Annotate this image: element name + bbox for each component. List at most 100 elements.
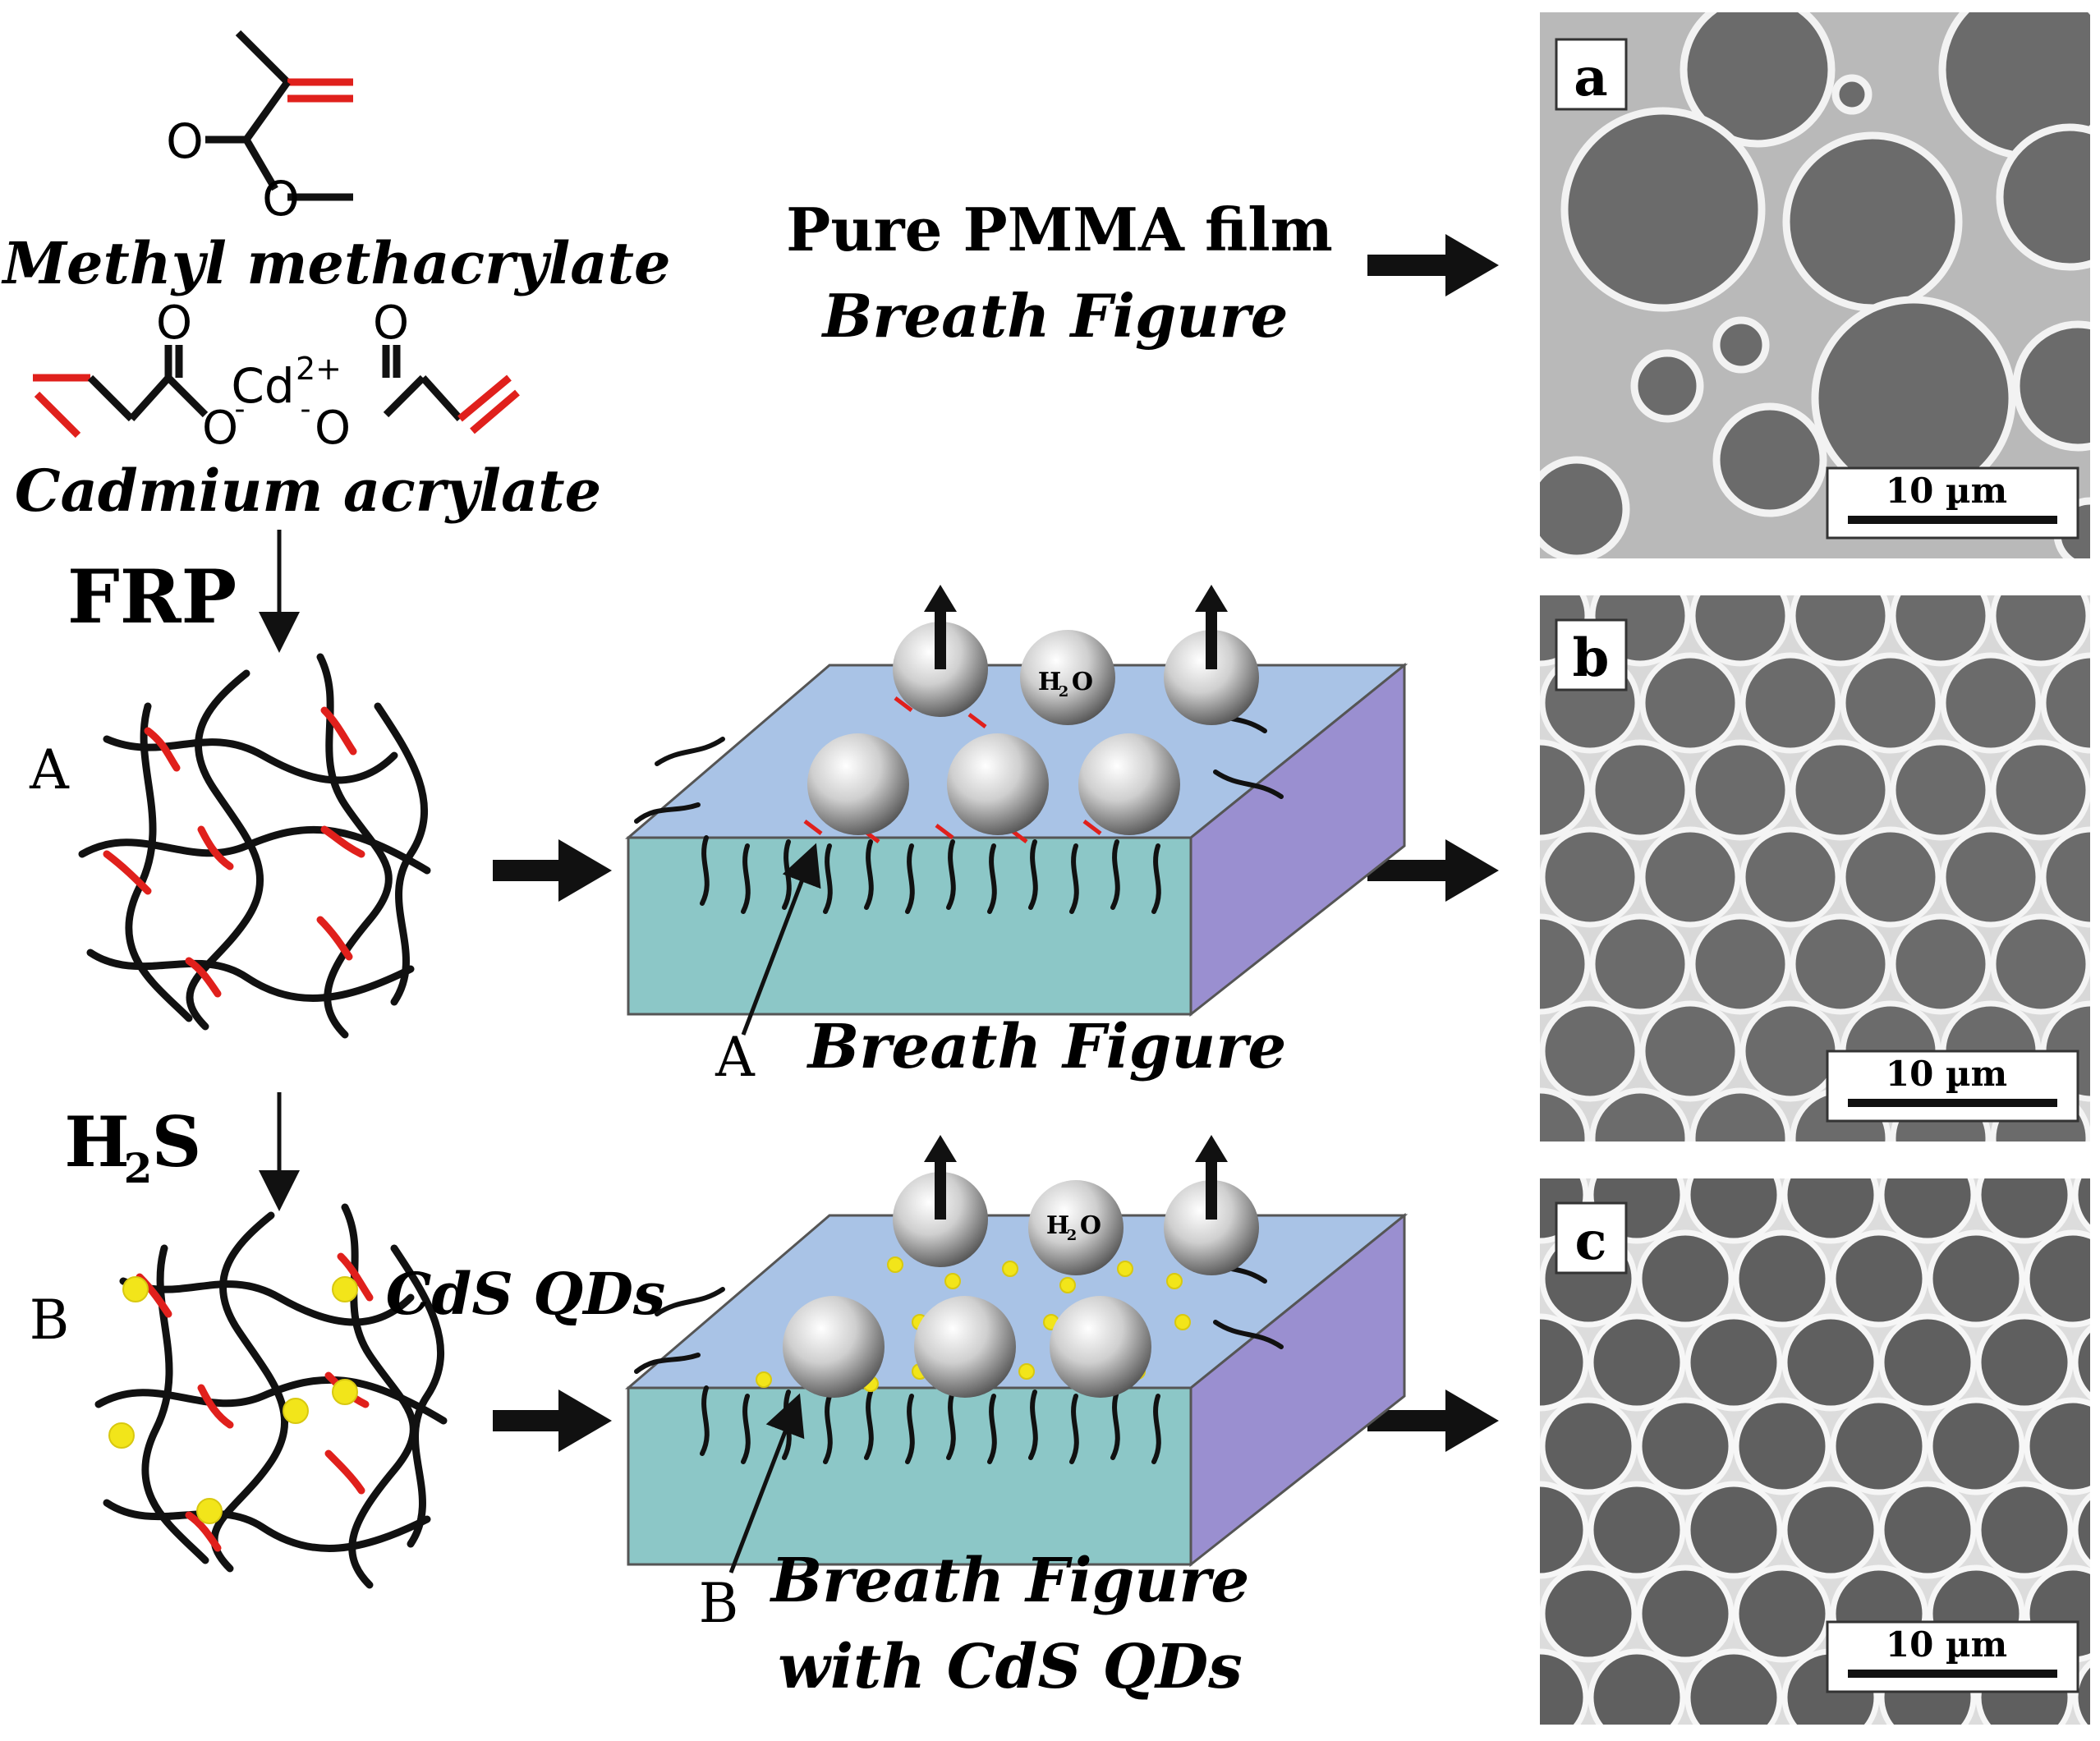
scale-bar: [1848, 1670, 2057, 1678]
sem-pore: [1540, 696, 1541, 710]
sem-pore: [2072, 1178, 2090, 1233]
sem-pore: [1397, 1149, 1489, 1241]
sem-pore: [1588, 1481, 1686, 1579]
sem-pore: [1940, 652, 2042, 754]
sem-pore: [1790, 595, 1891, 667]
sem-pore: [1540, 826, 1641, 928]
sem-pore: [1636, 1397, 1735, 1495]
evaporation-arrow: [1195, 1135, 1228, 1220]
sem-pore: [1739, 826, 1841, 928]
sem-pore: [1636, 1229, 1735, 1328]
film-a-caption: Breath Figure: [806, 1012, 1287, 1082]
water-droplet: [1164, 1180, 1259, 1275]
water-molecule-label: H 2 O: [1038, 668, 1093, 701]
cadmium-ion: Cd: [231, 358, 294, 414]
sem-pore: [1830, 1229, 1928, 1328]
cds-qds-label: CdS QDs: [386, 1260, 666, 1328]
sem-micrograph-b: b 10 µm: [1392, 568, 2090, 1142]
methyl-methacrylate-structure: O O: [166, 30, 353, 227]
water-droplet: [1020, 630, 1115, 725]
water-droplet: [1028, 1180, 1124, 1275]
pointer-arrow-a: [741, 843, 821, 1036]
sem-pore: [1392, 568, 1487, 664]
evaporation-arrow: [924, 1135, 957, 1220]
breath-figure-film-a: H 2 O: [624, 585, 1408, 1036]
sem-pore: [1733, 1397, 1831, 1495]
sem-pore: [1540, 1272, 1541, 1285]
right-arrow-film-b: [1367, 1390, 1499, 1452]
sem-pore: [1739, 652, 1841, 754]
sem-pore: [1636, 1564, 1735, 1663]
sem-pore: [1589, 1087, 1691, 1142]
micrograph-c-scale: 10 µm: [1886, 1624, 2007, 1665]
svg-text:H: H: [64, 1101, 129, 1183]
water-droplet: [947, 733, 1049, 835]
micrograph-a-label: a: [1574, 47, 1607, 108]
micrograph-a-scale: 10 µm: [1886, 471, 2007, 511]
svg-text:O: O: [1072, 668, 1093, 696]
water-droplet: [807, 733, 909, 835]
sem-pore: [1689, 913, 1791, 1015]
sem-micrograph-a: a 10 µm: [1540, 12, 2090, 558]
breath-figure-film-b: H 2 O: [624, 1135, 1408, 1573]
sem-pore: [1684, 1313, 1783, 1412]
polymer-a-network: [78, 653, 431, 1039]
sem-pore: [2072, 1492, 2090, 1568]
evaporation-arrow: [1195, 585, 1228, 669]
film-a-pointer-label: A: [715, 1026, 756, 1089]
anion-charge-1: -: [235, 393, 246, 426]
pure-pmma-label: Pure PMMA film: [786, 195, 1333, 264]
micrograph-b-label: b: [1573, 627, 1610, 689]
sem-pore: [1689, 739, 1791, 841]
sem-pore: [1890, 595, 1992, 667]
sem-pore: [1684, 1648, 1783, 1725]
sem-pore: [2072, 1325, 2090, 1400]
cd-acrylate-oxygen-1: O: [156, 296, 192, 350]
cadmium-acrylate-name: Cadmium acrylate: [15, 457, 601, 525]
sem-pore: [1878, 1481, 1977, 1579]
mma-ester-oxygen: O: [262, 171, 300, 227]
sem-pore: [1733, 1564, 1831, 1663]
scale-bar: [1848, 516, 2057, 524]
sem-pore: [1588, 1313, 1686, 1412]
right-arrow-pure: [1367, 234, 1499, 296]
sem-pore: [1392, 916, 1487, 1012]
sem-pore: [1990, 595, 2090, 667]
sem-pore: [1540, 1045, 1541, 1058]
sem-pore: [1540, 1564, 1638, 1663]
sem-pore: [1781, 1313, 1880, 1412]
sem-pore: [1540, 913, 1591, 1015]
svg-text:S: S: [152, 1101, 202, 1183]
frp-label: FRP: [67, 554, 237, 641]
sem-pore: [1975, 1313, 2074, 1412]
sem-pore: [1588, 1648, 1686, 1725]
sem-pore: [1990, 739, 2090, 841]
right-arrow-film-a: [1367, 839, 1499, 902]
sem-pore: [1689, 595, 1791, 667]
svg-text:O: O: [1080, 1211, 1101, 1240]
cadmium-acrylate-structure: O O O - O - Cd 2+: [33, 296, 520, 455]
sem-pore: [1392, 742, 1487, 838]
sem-pore: [1940, 826, 2042, 928]
micrograph-b-scale: 10 µm: [1886, 1054, 2007, 1094]
polymer-b-label: B: [30, 1289, 70, 1352]
sem-pore: [1540, 739, 1591, 841]
sem-pore: [1540, 1000, 1641, 1102]
sem-pore: [1639, 826, 1741, 928]
sem-pore: [1890, 739, 1992, 841]
sem-pore: [1830, 1397, 1928, 1495]
sem-pore: [1540, 1313, 1589, 1412]
polymer-a-label: A: [29, 738, 70, 802]
sem-pore: [1927, 1397, 2025, 1495]
sem-pore: [1540, 1481, 1589, 1579]
water-droplet: [1078, 733, 1180, 835]
cd-acrylate-oxygen-4: O: [315, 402, 351, 455]
cd-acrylate-oxygen-3: O: [202, 402, 238, 455]
sem-pore: [1689, 1087, 1791, 1142]
polymer-b-network: [94, 1203, 448, 1589]
sem-pore: [1927, 1229, 2025, 1328]
mma-name: Methyl methacrylate: [1, 229, 670, 297]
sem-pore: [1733, 1229, 1831, 1328]
sem-pore: [1840, 826, 1941, 928]
